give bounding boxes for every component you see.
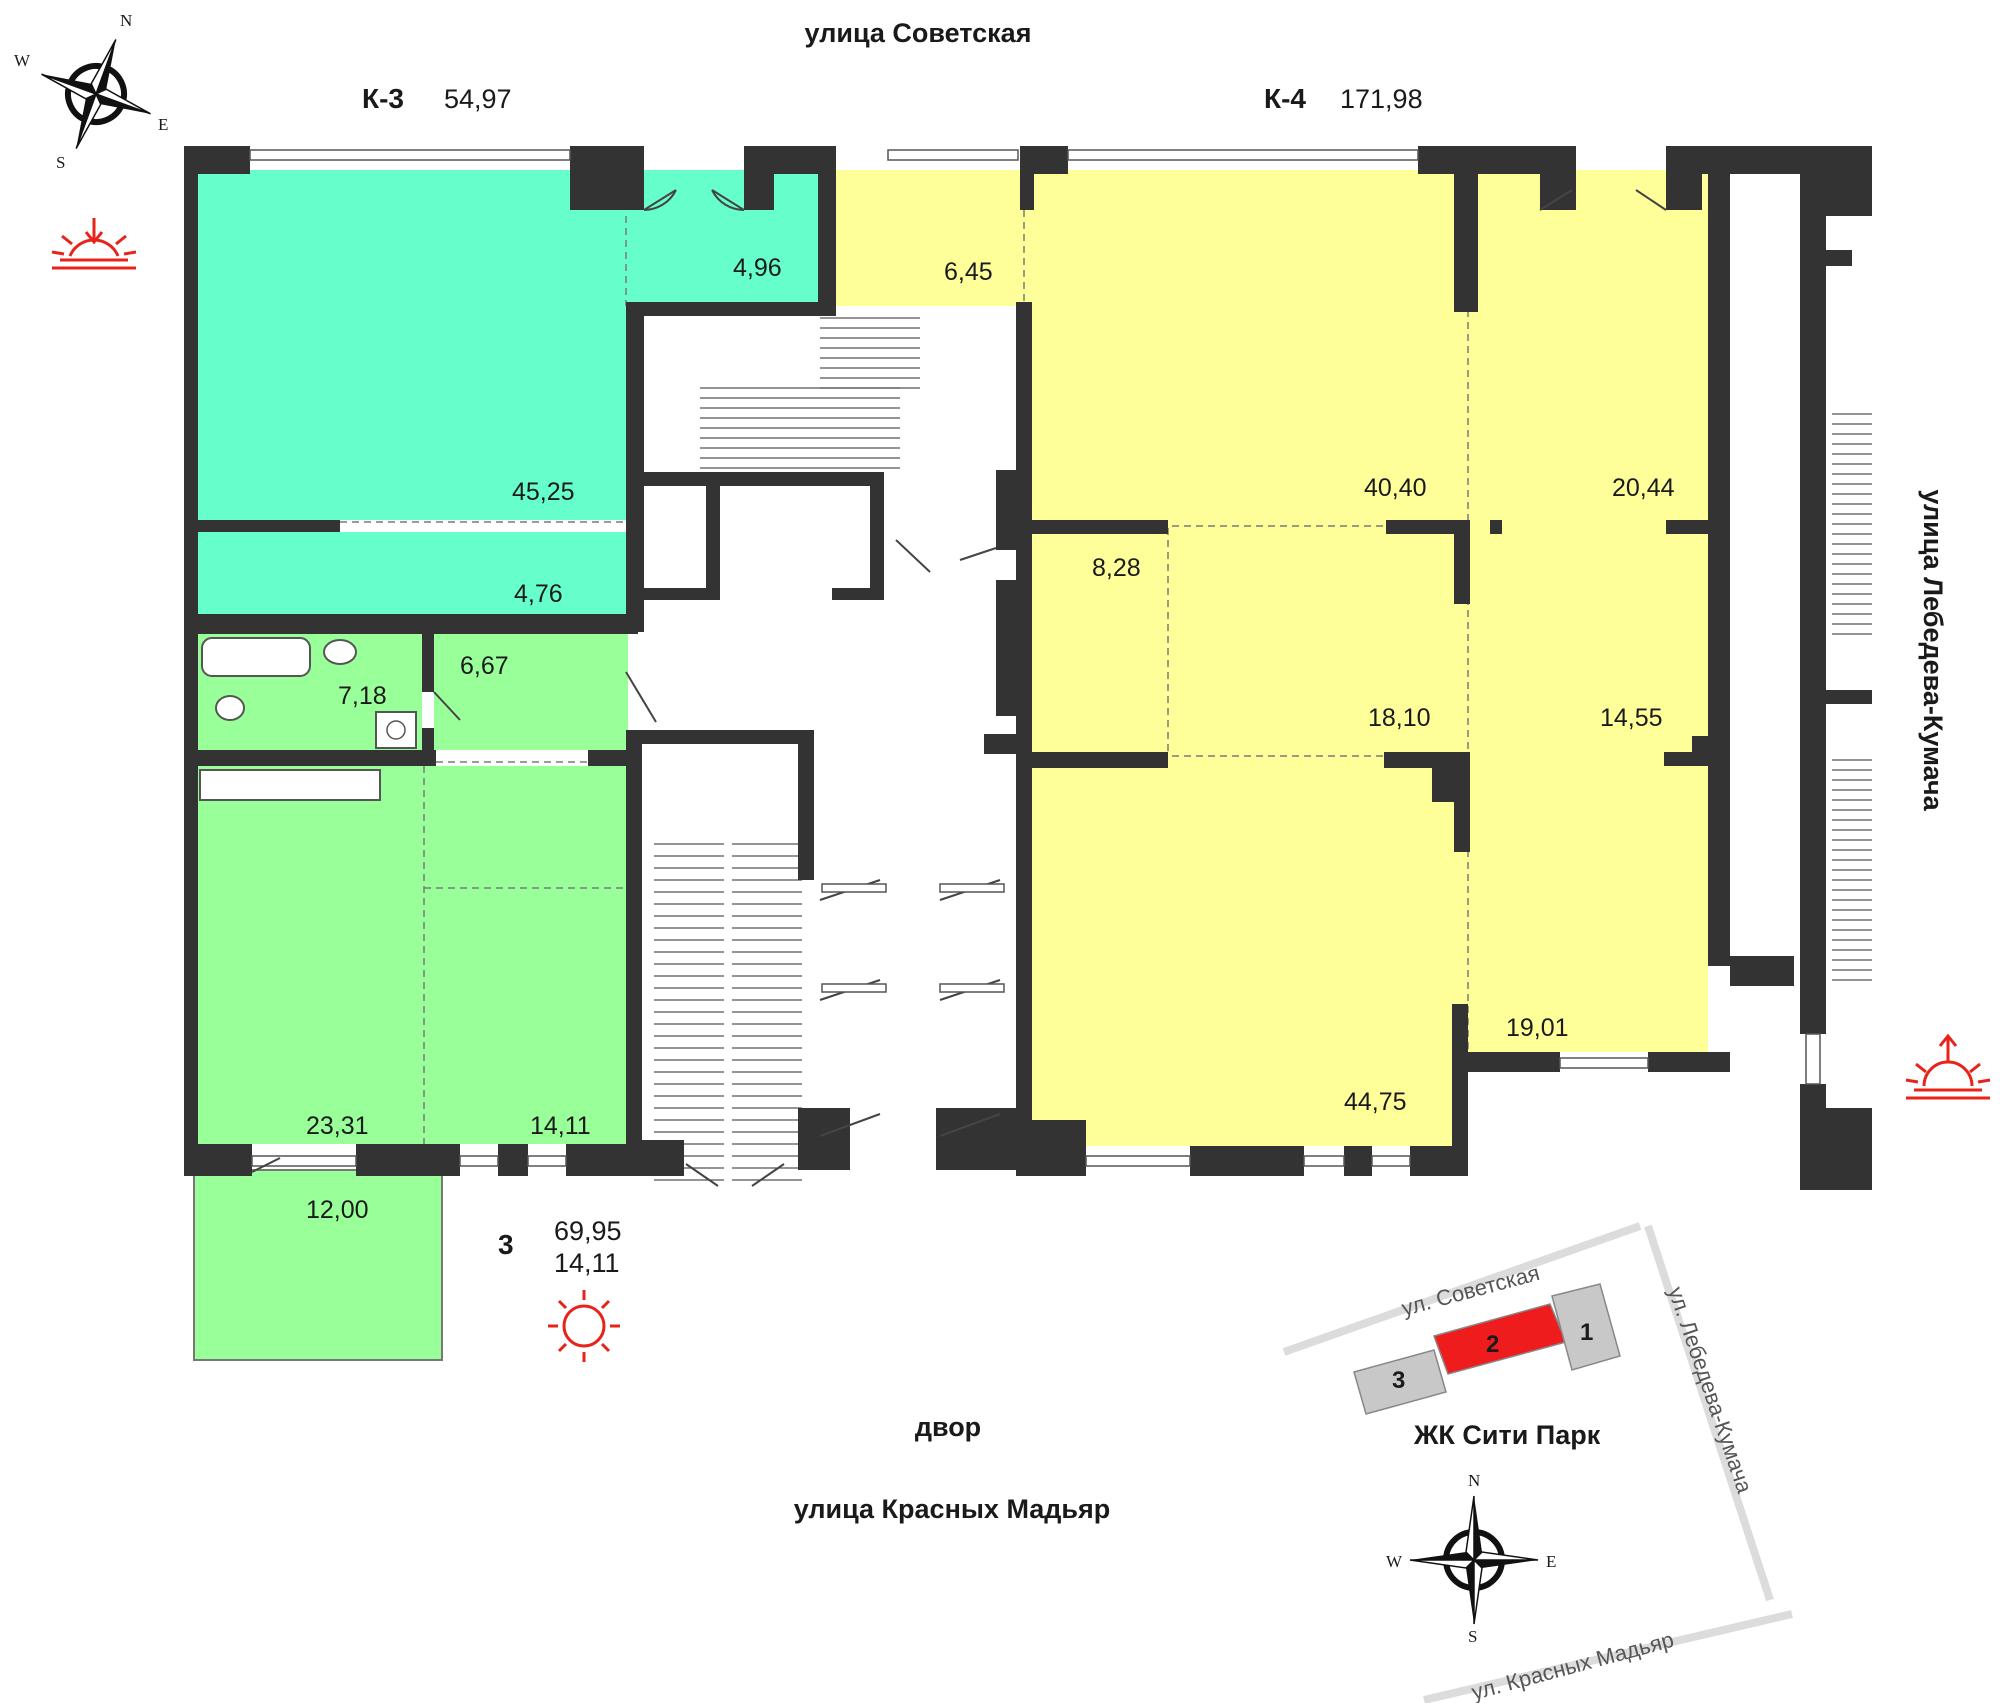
east-exterior-stairs [1832, 413, 1872, 981]
doors [251, 189, 1667, 1187]
compass-map-e: E [1546, 1552, 1556, 1571]
stairwell-north [700, 317, 920, 469]
area-apt3-kitchen-living: 23,31 [306, 1112, 369, 1140]
compass-top-s: S [56, 153, 65, 172]
compass-top-n: N [120, 11, 132, 30]
area-k4-se-room: 19,01 [1506, 1014, 1569, 1042]
compass-map-w: W [1386, 1552, 1403, 1571]
sun-icon-south [548, 1290, 620, 1362]
k4-vestibule[interactable] [836, 170, 1028, 306]
k4-se-room[interactable] [1468, 756, 1708, 1052]
unit-3-label: 3 [498, 1229, 514, 1260]
apt3-hall[interactable] [434, 632, 628, 750]
k3-vestibule[interactable] [626, 170, 820, 306]
k4-hall-north[interactable] [1028, 170, 1468, 528]
room-area-labels: 45,25 4,96 4,76 7,18 6,67 23,31 14,11 12… [306, 254, 1675, 1224]
k3-main-room[interactable] [196, 170, 626, 520]
area-k3-strip: 4,76 [514, 580, 563, 608]
map-street-south: ул. Красных Мадьяр [1469, 1627, 1677, 1703]
complex-name: ЖК Сити Парк [1413, 1420, 1601, 1450]
apt3-kitchen-living[interactable] [196, 766, 426, 1144]
area-k4-vestibule: 6,45 [944, 258, 993, 286]
map-street-east: ул. Лебедева-Кумача [1663, 1283, 1757, 1496]
map-building-1[interactable] [1551, 1283, 1621, 1371]
map-building-3[interactable] [1353, 1349, 1447, 1415]
bathroom-fixtures [199, 637, 417, 801]
yard-label: двор [915, 1412, 981, 1442]
unit-k4-label: К-4 [1264, 83, 1306, 114]
k4-hall-south[interactable] [1028, 756, 1468, 1146]
area-k4-hall-north: 40,40 [1364, 474, 1427, 502]
kitchen-counter-icon [199, 769, 381, 801]
map-building-3-label: 3 [1392, 1367, 1405, 1394]
unit-3-secondary: 14,11 [554, 1248, 620, 1278]
area-k4-east-mid: 14,55 [1600, 704, 1663, 732]
area-k3-main: 45,25 [512, 478, 575, 506]
area-apt3-bath: 7,18 [338, 682, 387, 710]
area-k4-small-room: 8,28 [1092, 554, 1141, 582]
compass-map-s: S [1468, 1627, 1477, 1646]
sunrise-icon-east [1905, 1033, 1991, 1100]
area-k3-vestibule: 4,96 [733, 254, 782, 282]
k4-small-room[interactable] [1028, 528, 1168, 756]
walls [184, 146, 1872, 1190]
street-east-label: улица Лебедева-Кумача [1918, 489, 1948, 811]
unit-labels: К-3 54,97 К-4 171,98 3 69,95 14,11 [362, 83, 1423, 1278]
map-building-1-label: 1 [1580, 1319, 1593, 1346]
unit-k4-total: 171,98 [1340, 84, 1423, 114]
compass-rose-map [1409, 1495, 1539, 1625]
sink-icon [323, 639, 357, 665]
street-labels: улица Советская улица Лебедева-Кумача дв… [794, 18, 1948, 1524]
compass-rose-top [41, 39, 151, 149]
compass-top-e: E [158, 115, 168, 134]
k4-ne-room[interactable] [1468, 170, 1708, 528]
sunrise-icon-west [51, 218, 137, 270]
bathtub-icon [201, 637, 311, 677]
street-south-label: улица Красных Мадьяр [794, 1494, 1111, 1524]
k3-strip-room[interactable] [196, 532, 626, 614]
area-apt3-room: 14,11 [530, 1112, 591, 1140]
room-fills [193, 170, 1708, 1361]
unit-k3-label: К-3 [362, 83, 404, 114]
area-k4-ne-room: 20,44 [1612, 474, 1675, 502]
map-building-2[interactable] [1433, 1303, 1568, 1375]
area-k4-center: 18,10 [1368, 704, 1431, 732]
area-apt3-hall: 6,67 [460, 652, 509, 680]
map-building-2-label: 2 [1486, 1331, 1499, 1358]
k4-east-mid-room[interactable] [1468, 528, 1708, 756]
apt3-balcony[interactable] [193, 1169, 443, 1361]
compass-map-n: N [1468, 1471, 1480, 1490]
location-map: ул. Советская ул. Лебедева-Кумача ул. Кр… [1282, 1222, 1793, 1703]
washing-machine-icon [375, 711, 417, 749]
street-north-label: улица Советская [805, 18, 1032, 48]
toilet-icon [215, 695, 245, 721]
unit-k3-total: 54,97 [444, 84, 512, 114]
windows [249, 149, 1821, 1167]
compass-top-w: W [14, 51, 31, 70]
area-apt3-balcony: 12,00 [306, 1196, 369, 1224]
apt3-room[interactable] [426, 766, 626, 1144]
area-k4-hall-south: 44,75 [1344, 1088, 1407, 1116]
k4-center-room[interactable] [1168, 528, 1468, 756]
stairwell-south [654, 843, 802, 1181]
unit-3-total: 69,95 [554, 1216, 622, 1246]
